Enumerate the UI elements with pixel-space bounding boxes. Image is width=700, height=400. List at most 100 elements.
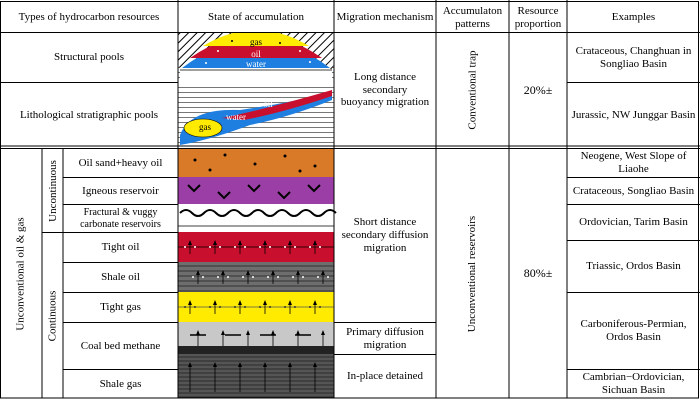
pore-dot	[277, 276, 279, 278]
pore-dot	[284, 306, 286, 308]
group-unconventional: Unconventional oil & gas	[15, 216, 27, 331]
pore-dot	[267, 276, 269, 278]
pore-dot	[219, 246, 221, 248]
example-cambrian: Cambrian−Ordovician, Sichuan Basin	[582, 371, 685, 396]
header-patterns: Accumulaton patterns	[442, 4, 503, 30]
example-lithological: Jurassic, NW Junggar Basin	[571, 108, 696, 121]
row-fractural: Fractural & vuggy carbonate reservoirs	[80, 206, 161, 230]
proportion-unconventional: 80%±	[523, 266, 553, 281]
igneous-art	[178, 177, 334, 204]
row-lithological-pools: Lithological stratigraphic pools	[19, 108, 159, 121]
row-structural-pools: Structural pools	[54, 51, 124, 64]
arrow-head	[238, 300, 242, 305]
row-coal-bed: Coal bed methane	[80, 339, 161, 352]
example-triassic: Triassic, Ordos Basin	[586, 260, 681, 273]
arrow-head	[221, 330, 225, 335]
label-water: water	[246, 59, 266, 69]
pore-dot	[244, 246, 246, 248]
pore-dot	[269, 306, 271, 308]
arrow-head	[246, 330, 250, 335]
arrow-head	[313, 240, 317, 245]
header-migration: Migration mechanism	[336, 11, 434, 24]
arrow-head	[288, 300, 292, 305]
label-water-lith: water	[226, 112, 246, 122]
example-carboniferous: Carboniferous-Permian, Ordos Basin	[580, 318, 687, 343]
example-crataceous-songliao: Crataceous, Songliao Basin	[572, 184, 695, 197]
arrow-head	[288, 362, 292, 367]
pore-dot	[209, 306, 211, 308]
arrow-head	[321, 270, 325, 275]
pore-dot	[317, 276, 319, 278]
migration-in-place: In-place detained	[346, 370, 424, 383]
arrow-head	[263, 300, 267, 305]
arrow-head	[313, 300, 317, 305]
arrow-head	[213, 240, 217, 245]
pore-dot	[242, 276, 244, 278]
row-igneous: Igneous reservoir	[82, 184, 159, 197]
shale-gas-art	[178, 354, 334, 398]
pore-dot	[192, 276, 194, 278]
migration-long-distance: Long distance secondary buoyancy migrati…	[340, 70, 430, 109]
pattern-unconventional: Unconventional reservoirs	[466, 215, 479, 332]
pore-dot	[234, 306, 236, 308]
arrow-head	[271, 330, 275, 335]
subgroup-continuous: Continuous	[46, 290, 59, 341]
arrow-head	[321, 330, 325, 335]
subgroup-uncontinuous: Uncontinuous	[46, 159, 59, 222]
pore-dot	[319, 306, 321, 308]
pore-dot	[319, 246, 321, 248]
pattern-conventional-trap: Conventional trap	[466, 50, 479, 130]
arrow-head	[313, 362, 317, 367]
header-examples: Examples	[611, 11, 656, 24]
example-ordovician: Ordovician, Tarim Basin	[579, 216, 688, 229]
fractural-art	[178, 204, 337, 232]
pore-dot	[292, 276, 294, 278]
arrow-head	[246, 270, 250, 275]
arrow-head	[188, 300, 192, 305]
pore-dot	[184, 306, 186, 308]
arrow-head	[238, 240, 242, 245]
arrow-head	[288, 240, 292, 245]
pore-dot	[227, 276, 229, 278]
pore-dot	[194, 246, 196, 248]
pore-dot	[269, 246, 271, 248]
pore-dot	[259, 306, 261, 308]
row-shale-gas: Shale gas	[99, 377, 142, 390]
label-oil: oil	[251, 49, 261, 59]
pore-dot	[244, 306, 246, 308]
arrow-head	[188, 240, 192, 245]
pore-dot	[209, 246, 211, 248]
pore-dot	[234, 246, 236, 248]
row-shale-oil: Shale oil	[101, 271, 140, 284]
arrow-head	[213, 362, 217, 367]
label-gas: gas	[250, 37, 262, 47]
arrow-head	[221, 270, 225, 275]
pore-dot	[294, 306, 296, 308]
pore-dot	[309, 306, 311, 308]
pore-dot	[259, 246, 261, 248]
arrow-head	[213, 300, 217, 305]
pore-dot	[194, 306, 196, 308]
arrow-head	[196, 270, 200, 275]
pore-dot	[302, 276, 304, 278]
migration-short-distance: Short distance secondary diffusion migra…	[341, 216, 429, 254]
example-structural: Crataceous, Changhuan in Songliao Basin	[575, 44, 692, 70]
label-oil-lith: oil	[263, 99, 273, 109]
row-tight-gas: Tight gas	[100, 301, 141, 314]
row-oil-sand: Oil sand+heavy oil	[78, 156, 163, 169]
row-tight-oil: Tight oil	[101, 241, 140, 254]
pore-dot	[327, 276, 329, 278]
oil-sand-art	[178, 149, 334, 177]
structural-pool-art: gas oil water	[178, 33, 334, 82]
header-proportion: Resource proportion	[514, 4, 562, 30]
migration-arrows	[184, 240, 329, 392]
lithological-pool-art: gas oil water	[178, 83, 334, 147]
example-neogene: Neogene, West Slope of Liaohe	[580, 150, 687, 175]
pore-dot	[202, 276, 204, 278]
tight-gas-art	[178, 292, 334, 322]
pore-dot	[184, 246, 186, 248]
header-types: Types of hydrocarbon resources	[18, 11, 160, 24]
